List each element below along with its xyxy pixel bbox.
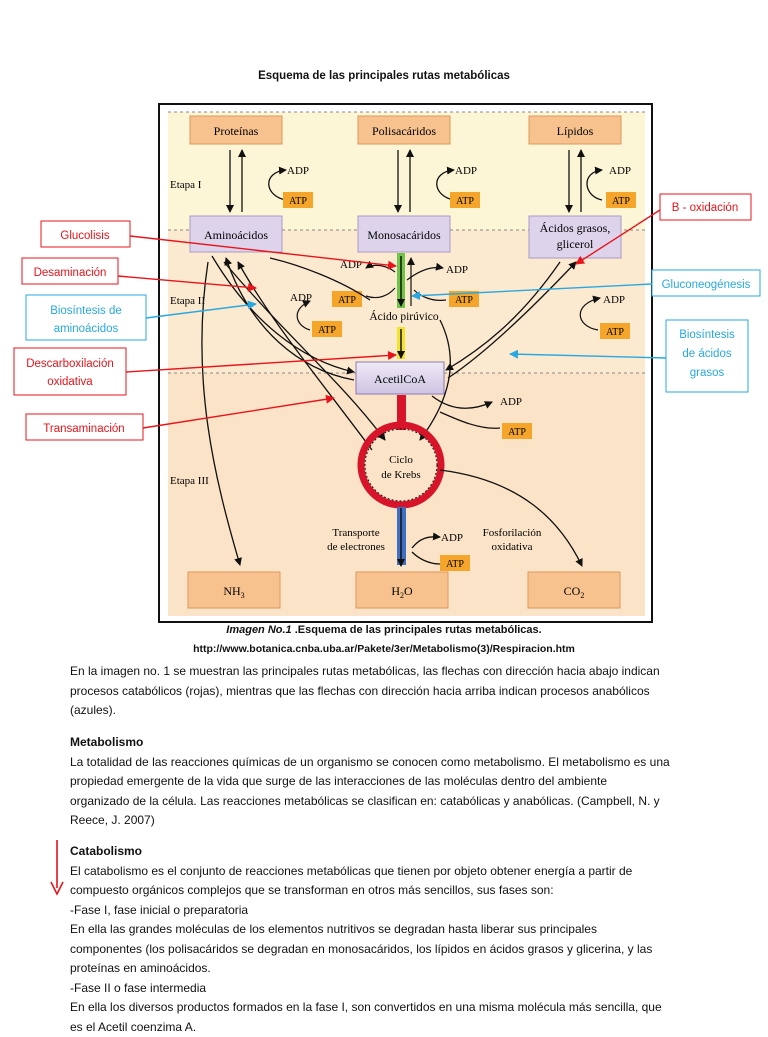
box-polisacaridos-label: Polisacáridos (372, 124, 436, 138)
catabolismo-section: Catabolismo El catabolismo es el conjunt… (70, 842, 710, 1037)
stage1-label: Etapa I (170, 179, 202, 191)
catabolismo-line: El catabolismo es el conjunto de reaccio… (70, 862, 710, 882)
intro-paragraph: En la imagen no. 1 se muestran las princ… (70, 662, 710, 721)
callout-biosintesis-ag-1: Biosíntesis (679, 329, 735, 341)
callout-biosintesis-aa-2: aminoácidos (54, 323, 119, 335)
box-acidos-grasos-label-2: glicerol (557, 237, 594, 251)
figure-caption-prefix: Imagen No.1 (226, 624, 291, 636)
intro-line: procesos catabólicos (rojas), mientras q… (70, 682, 710, 702)
metabolic-pathways-diagram: Etapa I Etapa II Etapa III Proteínas Pol… (0, 0, 768, 640)
catabolismo-line: -Fase I, fase inicial o preparatoria (70, 901, 710, 921)
fosforilacion-label-1: Fosforilación (483, 527, 542, 539)
metabolismo-line: organizado de la célula. Las reacciones … (70, 792, 710, 812)
adp-3: ADP (609, 165, 631, 177)
callout-biosintesis-ag-3: grasos (690, 367, 725, 379)
catabolismo-line: compuesto orgánicos complejos que se tra… (70, 881, 710, 901)
callout-desaminacion-label: Desaminación (34, 267, 107, 279)
atp-7: ATP (606, 327, 624, 338)
figure-caption-text: .Esquema de las principales rutas metabó… (292, 624, 542, 636)
callout-gluconeogenesis-label: Gluconeogénesis (662, 279, 751, 291)
adp-9: ADP (441, 532, 463, 544)
figure-source-url: http://www.botanica.cnba.uba.ar/Pakete/3… (0, 643, 768, 655)
acido-piruvico-label: Ácido pirúvico (369, 309, 439, 323)
metabolismo-line: La totalidad de las reacciones químicas … (70, 753, 710, 773)
atp-4: ATP (338, 295, 356, 306)
box-acidos-grasos-label-1: Ácidos grasos, (540, 221, 611, 235)
callout-descarbox-1: Descarboxilación (26, 358, 114, 370)
callout-b-oxidacion-label: B - oxidación (672, 202, 738, 214)
adp-1: ADP (287, 165, 309, 177)
adp-5: ADP (446, 264, 468, 276)
catabolismo-line: En ella los diversos productos formados … (70, 998, 710, 1018)
catabolismo-line: es el Acetil coenzima A. (70, 1018, 710, 1037)
callout-biosintesis-ag-2: de ácidos (682, 348, 731, 360)
metabolismo-line: Reece, J. 2007) (70, 811, 710, 831)
catabolismo-line: proteínas en aminoácidos. (70, 959, 710, 979)
atp-3: ATP (612, 196, 630, 207)
atp-1: ATP (289, 196, 307, 207)
stage3-label: Etapa III (170, 475, 209, 487)
catabolismo-line: componentes (los polisacáridos se degrad… (70, 940, 710, 960)
adp-2: ADP (455, 165, 477, 177)
box-acetilcoa-label: AcetilCoA (374, 372, 426, 386)
catabolismo-line: -Fase II o fase intermedia (70, 979, 710, 999)
box-monosacaridos-label: Monosacáridos (367, 228, 441, 242)
metabolismo-line: propiedad emergente de la vida que surge… (70, 772, 710, 792)
metabolismo-heading: Metabolismo (70, 733, 710, 753)
catabolism-down-arrow (48, 838, 66, 896)
callout-transaminacion-label: Transaminación (43, 423, 124, 435)
figure-caption: Imagen No.1 .Esquema de las principales … (0, 624, 768, 636)
fosforilacion-label-2: oxidativa (492, 541, 533, 553)
box-lipidos-label: Lípidos (557, 124, 594, 138)
adp-7: ADP (603, 294, 625, 306)
box-proteinas-label: Proteínas (214, 124, 259, 138)
intro-line: En la imagen no. 1 se muestran las princ… (70, 662, 710, 682)
metabolismo-section: Metabolismo La totalidad de las reaccion… (70, 733, 710, 831)
atp-2: ATP (456, 196, 474, 207)
intro-line: (azules). (70, 701, 710, 721)
adp-8: ADP (500, 396, 522, 408)
callout-biosintesis-aa-1: Biosíntesis de (50, 305, 122, 317)
transporte-label-1: Transporte (332, 527, 379, 539)
krebs-label-1: Ciclo (389, 454, 413, 466)
atp-8: ATP (508, 427, 526, 438)
krebs-label-2: de Krebs (381, 469, 420, 481)
atp-6: ATP (318, 325, 336, 336)
box-aminoacidos-label: Aminoácidos (204, 228, 268, 242)
atp-9: ATP (446, 559, 464, 570)
atp-5: ATP (455, 295, 473, 306)
stage2-label: Etapa II (170, 295, 205, 307)
callout-glucolisis-label: Glucolisis (60, 230, 109, 242)
box-h2o (356, 572, 448, 608)
callout-descarbox-2: oxidativa (47, 376, 93, 388)
catabolismo-line: En ella las grandes moléculas de los ele… (70, 920, 710, 940)
catabolismo-heading: Catabolismo (70, 842, 710, 862)
transporte-label-2: de electrones (327, 541, 385, 553)
